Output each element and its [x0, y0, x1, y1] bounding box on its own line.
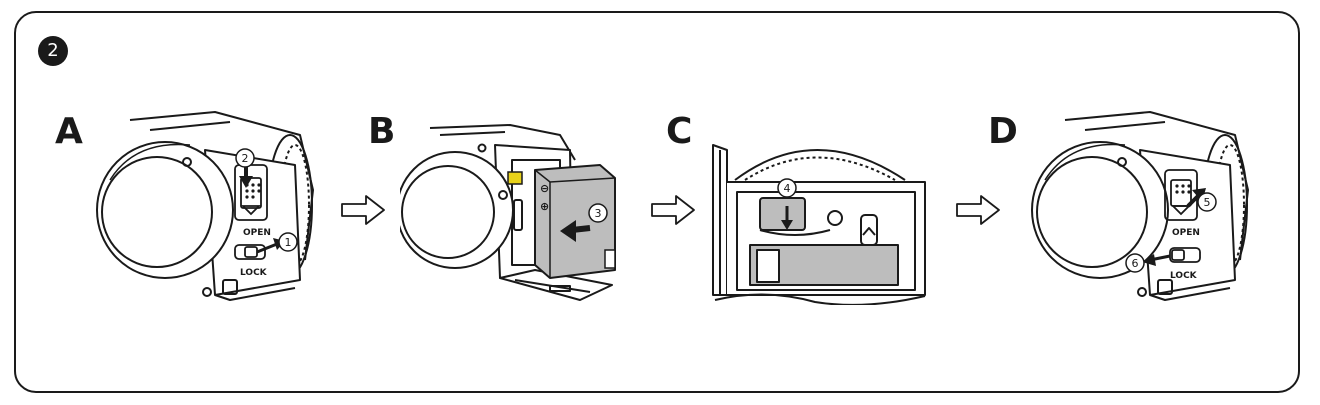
- callout-3: 3: [588, 203, 608, 223]
- lock-label: LOCK: [240, 268, 268, 278]
- panel-a-camera-closed: OPEN LOCK 2 1: [96, 111, 314, 301]
- diagram-frame: [14, 11, 1300, 393]
- panel-letter-d: D: [988, 111, 1018, 152]
- flow-arrow-icon: [956, 195, 1000, 225]
- callout-2: 2: [235, 148, 255, 168]
- step-number-badge: 2: [38, 36, 68, 66]
- flow-arrow-icon: [651, 195, 695, 225]
- svg-text:4: 4: [784, 182, 791, 195]
- svg-text:1: 1: [285, 236, 292, 249]
- polarity-plus-icon: ⊕: [540, 200, 549, 213]
- panel-c-battery-compartment: 4: [712, 144, 926, 305]
- svg-text:5: 5: [1204, 196, 1211, 209]
- flow-arrow-icon: [341, 195, 385, 225]
- open-label: OPEN: [1172, 228, 1200, 238]
- panel-d-camera-locked: OPEN LOCK 5 6: [1031, 111, 1249, 301]
- panel-b-battery-insert: ⊖ ⊕ 3: [400, 124, 616, 301]
- callout-6: 6: [1125, 253, 1145, 273]
- svg-text:3: 3: [595, 207, 602, 220]
- panel-letter-a: A: [55, 111, 83, 152]
- callout-1: 1: [278, 232, 298, 252]
- callout-5: 5: [1197, 192, 1217, 212]
- panel-letter-b: B: [368, 111, 396, 152]
- panel-letter-c: C: [666, 111, 693, 152]
- svg-text:2: 2: [242, 152, 249, 165]
- open-label: OPEN: [243, 228, 271, 238]
- lock-label: LOCK: [1170, 271, 1198, 281]
- polarity-minus-icon: ⊖: [540, 182, 549, 195]
- svg-text:6: 6: [1132, 257, 1139, 270]
- callout-4: 4: [777, 178, 797, 198]
